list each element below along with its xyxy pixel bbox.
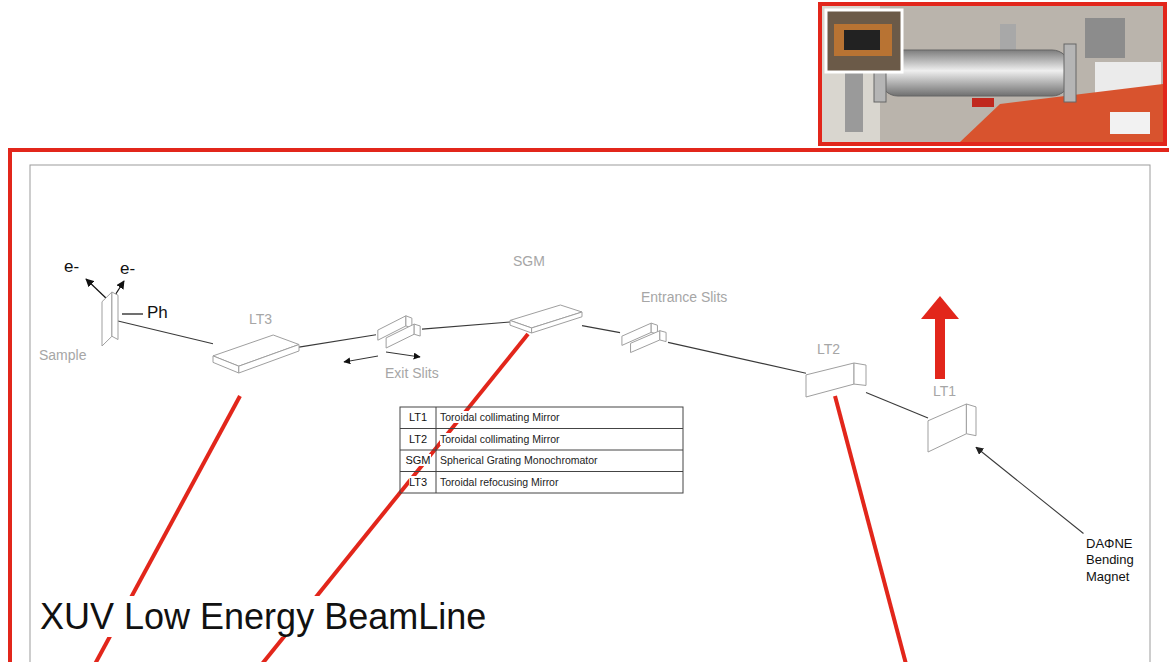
beam-path xyxy=(976,447,1083,533)
outline-face xyxy=(854,363,866,385)
toroidal-mirror-outline xyxy=(928,404,976,452)
label-text: LT1 xyxy=(409,411,427,423)
beam-path xyxy=(299,335,376,347)
table-cell: Spherical Grating Monochromator xyxy=(440,450,680,471)
toroidal-mirror-outline xyxy=(213,335,299,373)
photo-border xyxy=(820,4,1165,144)
outline-face xyxy=(510,320,532,333)
toroidal-mirror: LT1 xyxy=(928,404,976,452)
table-cell: Toroidal refocusing Mirror xyxy=(440,472,680,493)
photon-label: Ph xyxy=(147,304,168,321)
pointer-arrow-shaft xyxy=(935,317,945,379)
component-label: SGM xyxy=(512,254,546,268)
outline-face xyxy=(660,331,666,342)
component-label: Entrance Slits xyxy=(640,290,728,304)
pointer-arrow-head xyxy=(921,296,959,319)
label-text: Toroidal refocusing Mirror xyxy=(440,476,558,488)
drawing-frame xyxy=(30,165,1150,662)
table-cell: SGM xyxy=(400,450,436,471)
grating-monochromator: SGM xyxy=(510,305,582,333)
beam-path xyxy=(668,342,806,373)
electron-arrow xyxy=(86,279,108,300)
photo-box xyxy=(1110,112,1150,134)
beam-path xyxy=(582,326,620,333)
entrance-slits-outline xyxy=(620,316,668,358)
sample-plate-outline xyxy=(102,292,118,346)
table-grid xyxy=(400,450,683,451)
table-grid xyxy=(436,407,437,493)
component-label: LT1 xyxy=(932,384,957,398)
table-cell: Toroidal collimating Mirror xyxy=(440,429,680,450)
label-text: Toroidal collimating Mirror xyxy=(440,433,560,445)
outline-face xyxy=(806,363,854,397)
photo-inset-window xyxy=(844,30,880,50)
photo-background xyxy=(822,6,1163,142)
outline-face xyxy=(928,404,966,452)
slit-motion-arrow xyxy=(386,352,420,357)
beam-path xyxy=(866,392,928,418)
table-cell: LT3 xyxy=(400,472,436,493)
photo-inset xyxy=(826,10,902,72)
table-grid xyxy=(400,407,683,493)
title-box: XUV Low Energy BeamLine xyxy=(40,596,486,637)
photo-equipment xyxy=(1085,18,1125,58)
label-text: Toroidal collimating Mirror xyxy=(440,411,560,423)
grating-monochromator-outline xyxy=(510,305,582,333)
table-cell: Toroidal collimating Mirror xyxy=(440,407,680,428)
label-text: LT2 xyxy=(409,433,427,445)
toroidal-mirror: LT2 xyxy=(806,363,866,397)
table-cell: LT1 xyxy=(400,407,436,428)
toroidal-mirror-outline xyxy=(806,363,866,397)
panel-border xyxy=(10,150,1169,662)
leader-line xyxy=(835,396,906,662)
label-text: e- xyxy=(120,259,135,278)
table-grid xyxy=(400,471,683,472)
toroidal-mirror: LT3 xyxy=(213,335,299,373)
entrance-slits: Entrance Slits xyxy=(620,316,668,358)
slit-motion-arrow xyxy=(344,356,378,362)
beam-path xyxy=(422,322,510,329)
sample-plate: Sample xyxy=(102,292,118,346)
diagram-title: XUV Low Energy BeamLine xyxy=(40,596,486,637)
table-grid xyxy=(400,428,683,429)
outline-face xyxy=(532,312,582,333)
beam-path xyxy=(118,321,213,344)
outline-face xyxy=(112,292,118,340)
exit-slits: Exit Slits xyxy=(376,308,422,354)
outline-face xyxy=(239,345,299,374)
label-text: Spherical Grating Monochromator xyxy=(440,454,598,466)
photo-handle xyxy=(972,98,994,107)
photon-dash xyxy=(122,313,143,314)
electron-label: e- xyxy=(64,258,79,275)
label-text: LT3 xyxy=(409,476,427,488)
label-text: Ph xyxy=(147,303,168,322)
outline-face xyxy=(414,324,420,336)
source-name: DAΦNE Bending Magnet xyxy=(1086,536,1148,585)
outline-face xyxy=(966,404,976,436)
label-text: e- xyxy=(64,257,79,276)
photo-chamber xyxy=(880,50,1070,96)
outline-face xyxy=(102,292,112,346)
source-magnet: DAΦNE Bending Magnet xyxy=(1086,536,1148,585)
label-text: SGM xyxy=(405,454,430,466)
table-cell: LT2 xyxy=(400,429,436,450)
component-label: Exit Slits xyxy=(384,366,440,380)
component-label: LT3 xyxy=(248,312,273,326)
exit-slits-outline xyxy=(376,308,422,354)
beamline-photo xyxy=(822,6,1163,142)
photo-inset-copper xyxy=(834,24,892,56)
electron-label: e- xyxy=(120,260,135,277)
outline-face xyxy=(386,324,414,348)
outline-face xyxy=(213,356,239,373)
photo-flange xyxy=(1064,44,1076,102)
component-label: LT2 xyxy=(816,342,841,356)
component-label: Sample xyxy=(38,348,87,362)
outline-face xyxy=(631,331,660,353)
